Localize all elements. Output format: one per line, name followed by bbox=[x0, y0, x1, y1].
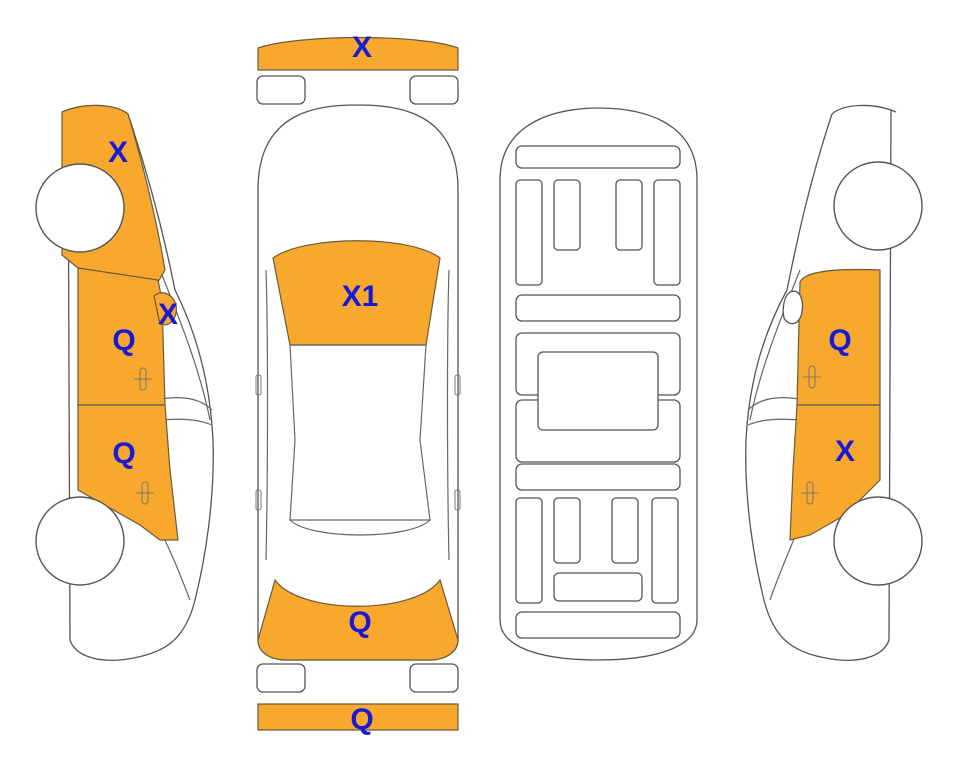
left-front-door-panel[interactable] bbox=[77, 267, 166, 406]
left-rear-door-panel[interactable] bbox=[77, 404, 179, 541]
right-side-view: Q X bbox=[745, 104, 923, 661]
trunk-label: Q bbox=[348, 606, 371, 639]
right-rear-door-panel[interactable] bbox=[796, 268, 881, 406]
right-front-wheel bbox=[833, 496, 923, 586]
trunk-panel[interactable] bbox=[257, 578, 459, 661]
left-taillight bbox=[256, 663, 306, 693]
right-mirror-shape bbox=[782, 290, 804, 325]
right-front-door-panel[interactable] bbox=[789, 404, 881, 541]
left-side-view: X X Q Q bbox=[35, 104, 214, 661]
top-body-outline bbox=[257, 104, 459, 661]
right-rear-wheel bbox=[833, 161, 923, 251]
front-bumper-label: X bbox=[352, 31, 372, 64]
rear-bumper-label: Q bbox=[350, 703, 373, 736]
left-rear-door-label: Q bbox=[112, 437, 135, 470]
front-bumper-panel[interactable] bbox=[257, 36, 459, 71]
left-front-door-handle-icon bbox=[134, 367, 152, 391]
right-taillight bbox=[409, 663, 459, 693]
windshield-panel[interactable] bbox=[272, 240, 441, 346]
left-rear-wheel bbox=[35, 496, 125, 586]
right-rear-door-label: Q bbox=[828, 324, 851, 357]
top-view: X X1 Q Q bbox=[255, 31, 461, 736]
right-rear-door-handle-icon bbox=[803, 365, 821, 389]
left-front-wheel bbox=[35, 163, 125, 253]
windshield-label: X1 bbox=[342, 280, 379, 313]
interior-view bbox=[499, 107, 698, 661]
left-headlight bbox=[256, 75, 306, 105]
left-front-door-label: Q bbox=[112, 324, 135, 357]
left-fender-label: X bbox=[108, 136, 128, 169]
left-rear-door-handle-icon bbox=[136, 481, 154, 505]
left-mirror-label: X bbox=[158, 298, 178, 331]
right-front-door-label: X bbox=[835, 435, 855, 468]
left-mirror-panel[interactable] bbox=[153, 292, 177, 326]
right-headlight bbox=[409, 75, 459, 105]
right-front-door-handle-icon bbox=[801, 481, 819, 505]
rear-bumper-panel[interactable] bbox=[257, 703, 459, 731]
